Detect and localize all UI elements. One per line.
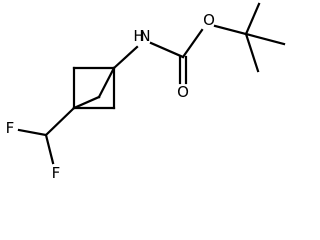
atom-labels: N H O O F F (6, 11, 215, 182)
bond-difluoromethyl-to-fluorine-1 (17, 128, 48, 137)
bond-difluoromethyl-to-fluorine-2 (44, 133, 55, 165)
molecule-drawing: N H O O F F (6, 2, 286, 182)
bond-nitrogen-to-carbonyl-carbon (149, 41, 185, 59)
bond-tert-to-methyl-right (244, 32, 286, 46)
fluorine-2-label: F (52, 164, 61, 182)
bond-cage-to-nitrogen (112, 45, 139, 70)
bond-cage-bridge-2 (97, 66, 116, 99)
bond-set (17, 2, 286, 165)
oxygen-carbonyl-label: O (177, 83, 189, 101)
structure-canvas: N H O O F F (5, 2, 286, 182)
bond-carbonyl-to-ester-oxygen (181, 28, 204, 59)
bond-cage-to-difluoromethyl (44, 106, 76, 137)
bond-ester-oxygen-to-tert-carbon (213, 24, 248, 36)
bond-cage-bridge-1 (72, 95, 101, 110)
hydrogen-label: H (133, 27, 144, 45)
bond-tert-to-methyl-up (244, 2, 261, 36)
nitrogen-label: N (139, 27, 150, 45)
fluorine-1-label: F (6, 119, 15, 137)
bond-tert-to-methyl-down (244, 32, 260, 73)
oxygen-ester-label: O (203, 11, 215, 29)
